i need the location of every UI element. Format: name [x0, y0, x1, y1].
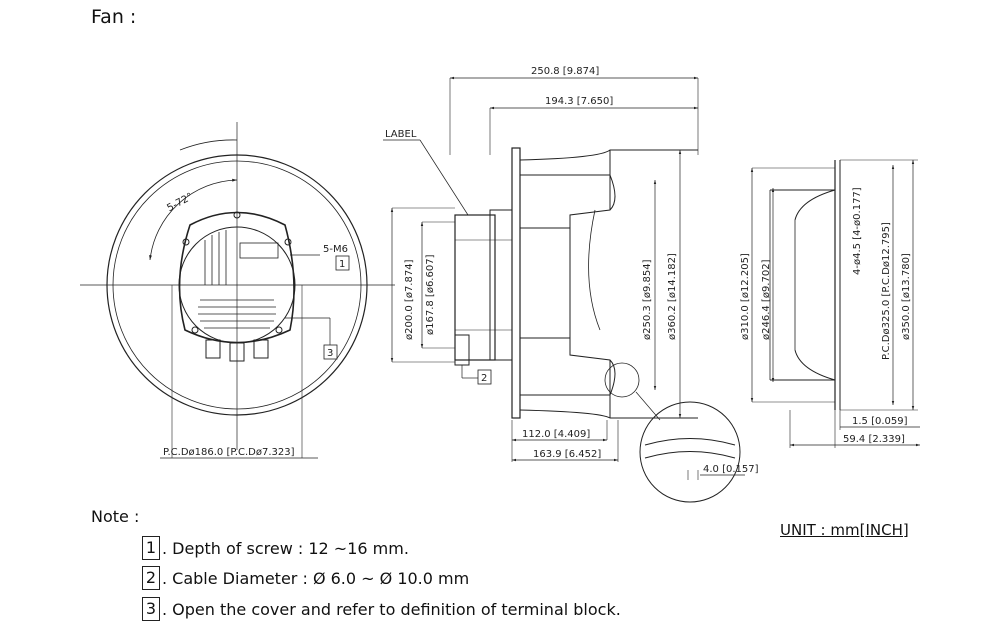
dim-d167: ø167.8 [ø6.607] [425, 254, 436, 335]
note-number: 3 [142, 597, 160, 621]
label-text: LABEL [385, 129, 417, 140]
pcd-186-label: P.C.Dø186.0 [P.C.Dø7.323] [163, 447, 295, 458]
unit-label: UNIT : mm[INCH] [780, 521, 909, 539]
callout-1-box [335, 255, 350, 271]
dim-4: 4.0 [0.157] [703, 464, 759, 475]
ring-view [750, 159, 920, 448]
angle-label: 5-72° [165, 191, 195, 214]
page-title: Fan : [91, 6, 137, 28]
callout-3: 3 [327, 348, 333, 359]
note-text: . Cable Diameter : Ø 6.0 ~ Ø 10.0 mm [162, 568, 470, 588]
dim-59-4: 59.4 [2.339] [843, 434, 905, 445]
dim-d360: ø360.2 [ø14.182] [667, 253, 678, 340]
callout-2: 2 [481, 373, 487, 384]
side-view [383, 76, 745, 503]
front-view [80, 122, 395, 459]
note-text: . Open the cover and refer to definition… [162, 599, 621, 619]
dim-163: 163.9 [6.452] [533, 449, 601, 460]
dim-112: 112.0 [4.409] [522, 429, 590, 440]
dim-1-5: 1.5 [0.059] [852, 416, 908, 427]
dim-d310: ø310.0 [ø12.205] [740, 253, 751, 340]
dim-body: 194.3 [7.650] [545, 96, 613, 107]
dim-overall: 250.8 [9.874] [531, 66, 599, 77]
note-item: 1 . Depth of screw : 12 ~16 mm. [142, 536, 409, 560]
notes-heading: Note : [91, 507, 140, 526]
note-text: . Depth of screw : 12 ~16 mm. [162, 538, 409, 558]
note-number: 2 [142, 566, 160, 590]
screw-label: 5-M6 [323, 244, 348, 255]
callout-3-box [323, 344, 338, 360]
dim-d246: ø246.4 [ø9.702] [761, 259, 772, 340]
note-number: 1 [142, 536, 160, 560]
dim-holes: 4-ø4.5 [4-ø0.177] [852, 187, 863, 275]
callout-1: 1 [339, 259, 345, 270]
note-item: 3 . Open the cover and refer to definiti… [142, 597, 621, 621]
callout-2-box [477, 369, 492, 385]
dim-d200: ø200.0 [ø7.874] [404, 259, 415, 340]
dim-d350: ø350.0 [ø13.780] [901, 253, 912, 340]
note-item: 2 . Cable Diameter : Ø 6.0 ~ Ø 10.0 mm [142, 566, 469, 590]
dim-d250: ø250.3 [ø9.854] [642, 259, 653, 340]
dim-pcd325: P.C.Dø325.0 [P.C.Dø12.795] [881, 222, 892, 360]
